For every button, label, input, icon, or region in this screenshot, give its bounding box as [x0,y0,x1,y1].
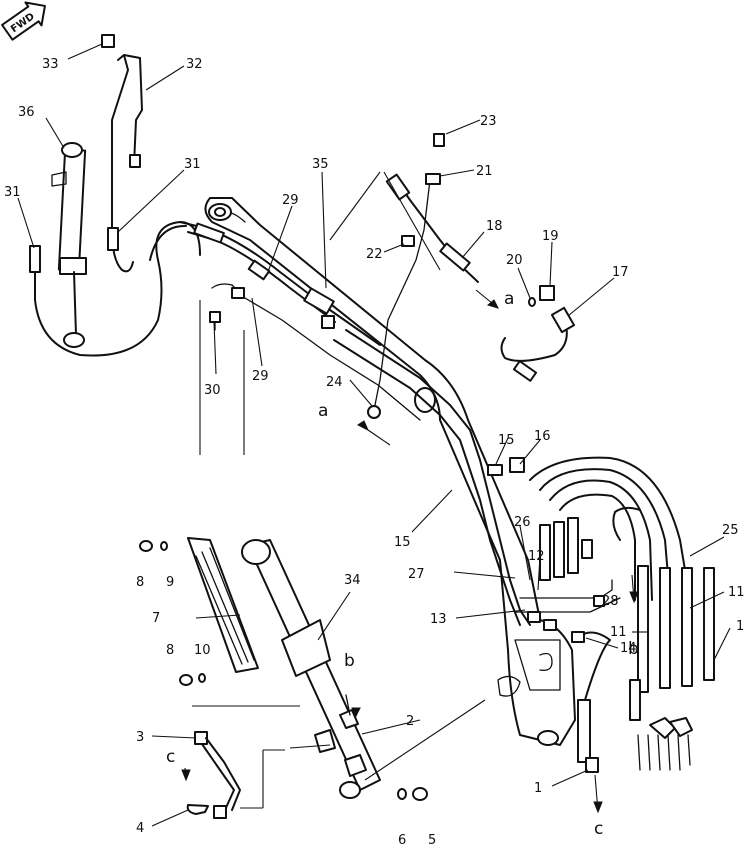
callout-labels: 1 1 2 3 4 5 6 7 8 8 9 10 11 11 12 13 14 … [4,57,745,848]
upper-hoses [333,133,531,626]
callout-label: 14 [620,641,637,656]
callout-label: 1 [534,781,542,796]
callout-label: 23 [480,114,497,129]
callout-label: 1 [736,619,744,634]
callout-label: 10 [194,643,211,658]
tube-3 [186,694,359,819]
callout-label: 30 [204,383,221,398]
right-hose-bundle [529,456,715,773]
callout-label: 31 [184,157,201,172]
callout-leaders [17,43,731,827]
callout-label: 4 [136,821,144,836]
cylinder-guard [187,537,259,673]
callout-label: 11 [728,585,745,600]
callout-label: 25 [722,523,739,538]
callout-label: 18 [486,219,503,234]
ref-letter: c [594,819,603,839]
callout-label: 5 [428,833,436,848]
callout-label: 31 [4,185,21,200]
callout-label: 29 [252,369,269,384]
callout-label: 22 [366,247,383,262]
callout-label: 9 [166,575,174,590]
callout-label: 12 [528,549,545,564]
callout-label: 17 [612,265,629,280]
callout-label: 35 [312,157,329,172]
ref-letter: a [504,289,514,309]
tube-32 [101,34,143,273]
callout-label: 32 [186,57,203,72]
callout-label: 26 [514,515,531,530]
callout-label: 36 [18,105,35,120]
reference-letters: a a b b c c [166,289,639,839]
valve-hose-cluster [487,457,621,643]
ref-letter: c [166,747,175,767]
boom-assembly [204,197,576,746]
callout-label: 19 [542,229,559,244]
callout-label: 15 [394,535,411,550]
callout-label: 28 [602,594,619,609]
callout-label: 8 [136,575,144,590]
fasteners [139,540,428,801]
callout-label: 7 [152,611,160,626]
reference-arrows [181,299,639,814]
ref-letter: b [344,651,355,671]
reference-lines [184,171,635,813]
callout-label: 8 [166,643,174,658]
ref-letter: a [318,401,328,421]
boom-hoses [179,221,421,421]
callout-label: 11 [610,625,627,640]
callout-label: 15 [498,433,515,448]
tube-17 [500,285,576,382]
callout-label: 33 [42,57,59,72]
callout-label: 24 [326,375,343,390]
fwd-arrow-badge: FWD [1,1,46,41]
callout-label: 3 [136,730,144,745]
callout-label: 29 [282,193,299,208]
callout-label: 2 [406,714,414,729]
arm-cylinder [51,142,87,348]
callout-label: 16 [534,429,551,444]
callout-label: 27 [408,567,425,582]
callout-label: 20 [506,253,523,268]
callout-label: 13 [430,612,447,627]
callout-label: 6 [398,833,406,848]
ref-letter: b [628,639,639,659]
callout-label: 34 [344,573,361,588]
callout-label: 21 [476,164,493,179]
